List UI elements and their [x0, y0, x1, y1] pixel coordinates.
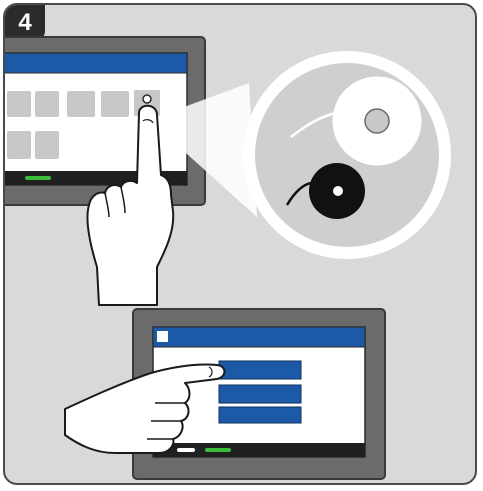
- menu-tile[interactable]: [67, 91, 95, 117]
- menu-option-button[interactable]: [219, 407, 301, 423]
- upper-title-bar: [5, 53, 187, 73]
- lower-title-bar: [153, 327, 365, 347]
- menu-tile[interactable]: [7, 131, 31, 159]
- status-indicator-green: [25, 176, 51, 180]
- title-bar-square-icon: [157, 331, 168, 342]
- menu-tile[interactable]: [7, 91, 31, 117]
- menu-tile[interactable]: [101, 91, 129, 117]
- status-indicator-green: [205, 448, 231, 452]
- instruction-illustration: [5, 5, 477, 485]
- empty-spool-hub: [365, 109, 389, 133]
- spool-tile-icon: [143, 95, 151, 103]
- instruction-panel: 4: [3, 3, 477, 485]
- zoom-circle: [249, 57, 445, 253]
- menu-option-button[interactable]: [219, 361, 301, 379]
- magnifier-circle-icon: [249, 57, 445, 253]
- filament-spool-hub: [333, 186, 343, 196]
- menu-option-button[interactable]: [219, 385, 301, 403]
- menu-tile[interactable]: [35, 131, 59, 159]
- menu-tile[interactable]: [35, 91, 59, 117]
- status-indicator-white: [177, 448, 195, 452]
